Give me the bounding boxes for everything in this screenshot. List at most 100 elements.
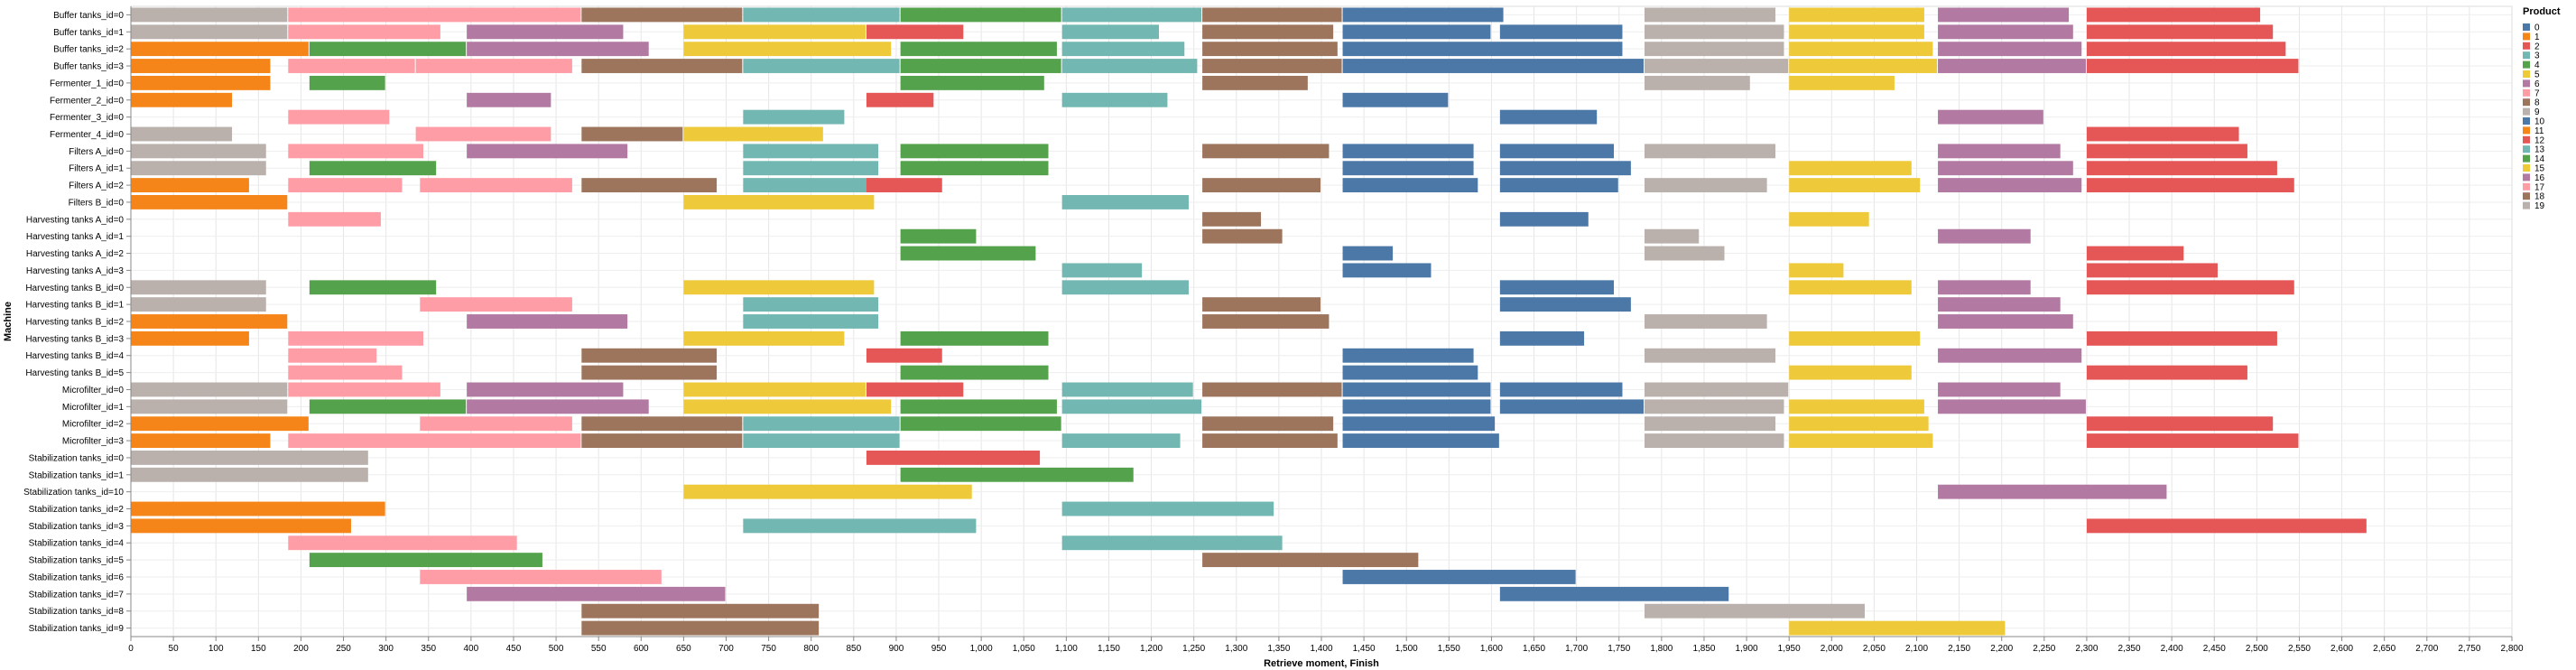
x-tick-label: 2,050: [1863, 644, 1886, 654]
x-tick-label: 100: [208, 644, 224, 654]
task-bar: [743, 144, 879, 159]
task-bar: [1202, 314, 1330, 329]
task-bar: [1789, 416, 1929, 432]
x-tick-label: 1,700: [1565, 644, 1588, 654]
task-bar: [1061, 24, 1159, 40]
task-bar: [288, 382, 440, 397]
task-bar: [900, 467, 1134, 482]
task-bar: [1789, 330, 1921, 346]
legend-swatch: [2523, 154, 2530, 163]
x-tick-label: 1,750: [1608, 644, 1630, 654]
task-bar: [1061, 399, 1202, 414]
task-bar: [1342, 382, 1491, 397]
task-bar: [2086, 7, 2261, 23]
task-bar: [581, 59, 743, 73]
task-bar: [420, 416, 572, 432]
task-bar: [131, 195, 288, 209]
y-tick-label: Buffer tanks_id=2: [53, 45, 124, 55]
task-bar: [1938, 144, 2061, 159]
legend-label: 15: [2534, 164, 2545, 174]
task-bar: [581, 620, 820, 636]
task-bar: [131, 92, 233, 107]
task-bar: [131, 7, 288, 23]
task-bar: [900, 42, 1057, 57]
legend-swatch: [2523, 164, 2530, 172]
task-bar: [900, 399, 1057, 414]
task-bar: [1061, 433, 1181, 448]
y-tick-label: Harvesting tanks A_id=3: [26, 266, 125, 276]
task-bar: [1645, 228, 1700, 244]
task-bar: [1061, 59, 1198, 73]
task-bar: [131, 161, 266, 176]
x-tick-label: 350: [421, 644, 436, 654]
task-bar: [467, 382, 624, 397]
task-bar: [420, 570, 662, 584]
y-tick-label: Buffer tanks_id=3: [53, 62, 124, 72]
task-bar: [467, 314, 628, 329]
task-bar: [1789, 24, 1924, 40]
task-bar: [131, 42, 309, 57]
legend-label: 11: [2534, 126, 2544, 136]
x-tick-label: 1,550: [1438, 644, 1460, 654]
task-bar: [1789, 280, 1912, 295]
task-bar: [1789, 178, 1921, 193]
task-bar: [581, 416, 743, 432]
task-bar: [743, 314, 879, 329]
y-tick-label: Filters A_id=0: [69, 147, 124, 157]
y-tick-label: Stabilization tanks_id=2: [29, 505, 125, 515]
task-bar: [900, 75, 1044, 90]
y-tick-label: Harvesting tanks B_id=3: [25, 334, 124, 344]
x-tick-label: 1,000: [970, 644, 993, 654]
task-bar: [288, 7, 581, 23]
x-tick-label: 2,300: [2075, 644, 2098, 654]
legend-swatch: [2523, 60, 2530, 69]
task-bar: [1202, 42, 1338, 57]
x-tick-label: 300: [378, 644, 394, 654]
x-tick-label: 2,350: [2118, 644, 2141, 654]
task-bar: [1789, 42, 1933, 57]
task-bars: [131, 7, 2367, 636]
task-bar: [288, 330, 424, 346]
task-bar: [131, 382, 288, 397]
legend-label: 4: [2534, 60, 2540, 70]
task-bar: [1342, 7, 1504, 23]
x-tick-label: 1,300: [1225, 644, 1247, 654]
x-tick-label: 950: [931, 644, 947, 654]
x-tick-label: 1,900: [1736, 644, 1758, 654]
x-tick-label: 2,500: [2246, 644, 2268, 654]
task-bar: [1202, 144, 1330, 159]
y-tick-label: Fermenter_3_id=0: [50, 113, 124, 123]
task-bar: [2086, 161, 2277, 176]
legend-label: 1: [2534, 33, 2540, 42]
y-tick-label: Microfilter_id=0: [62, 386, 125, 395]
task-bar: [900, 59, 1061, 73]
task-bar: [288, 144, 424, 159]
task-bar: [131, 467, 368, 482]
task-bar: [900, 416, 1061, 432]
task-bar: [1645, 178, 1767, 193]
task-bar: [1499, 297, 1631, 312]
x-tick-label: 1,050: [1013, 644, 1035, 654]
x-tick-label: 900: [889, 644, 904, 654]
task-bar: [309, 161, 437, 176]
task-bar: [1645, 416, 1776, 432]
task-bar: [683, 195, 875, 209]
task-bar: [1202, 228, 1283, 244]
task-bar: [2086, 178, 2294, 193]
task-bar: [1499, 330, 1585, 346]
task-bar: [1938, 280, 2031, 295]
task-bar: [743, 433, 900, 448]
task-bar: [1645, 246, 1725, 261]
task-bar: [131, 75, 271, 90]
task-bar: [1938, 348, 2082, 363]
task-bar: [1938, 382, 2061, 397]
x-tick-label: 1,400: [1310, 644, 1332, 654]
x-tick-label: 850: [846, 644, 861, 654]
task-bar: [1499, 586, 1729, 601]
legend-swatch: [2523, 70, 2530, 78]
task-bar: [420, 297, 572, 312]
y-tick-label: Fermenter_2_id=0: [50, 96, 124, 106]
task-bar: [1938, 484, 2167, 499]
task-bar: [1499, 24, 1623, 40]
